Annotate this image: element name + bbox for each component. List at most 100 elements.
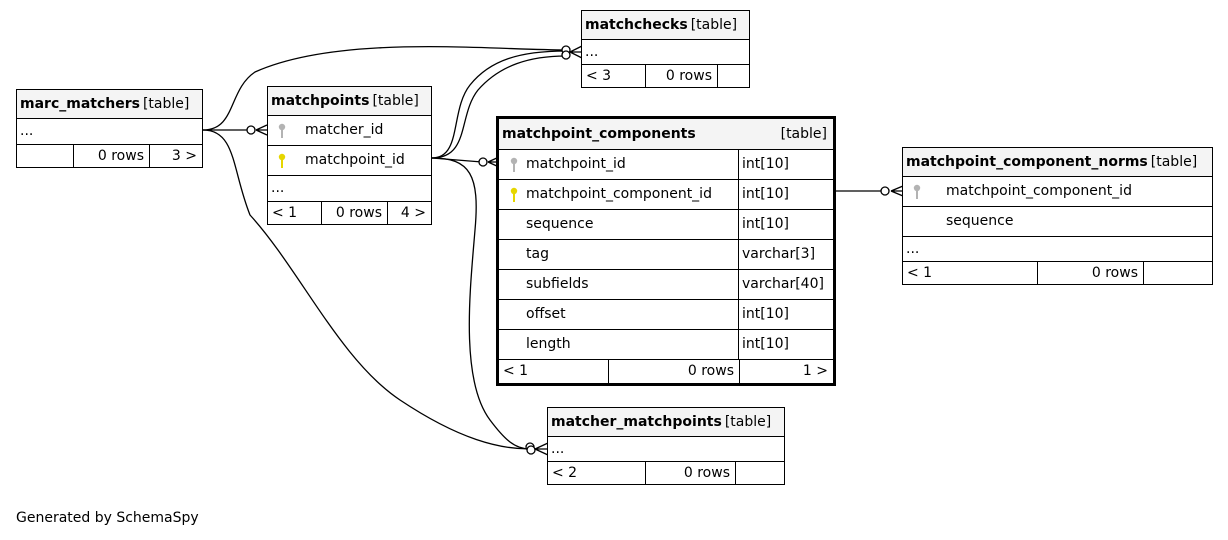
more-columns-ellipsis: ... xyxy=(906,241,920,257)
optional-marker-matchpoint-components xyxy=(478,157,488,167)
parents-count[interactable]: < 1 xyxy=(503,363,529,379)
parents-count[interactable]: < 1 xyxy=(272,205,298,221)
parents-count[interactable]: < 1 xyxy=(907,265,933,281)
parents-count[interactable]: < 3 xyxy=(586,68,612,84)
edge-matchpoints-matchchecks-1 xyxy=(431,50,567,159)
column-name: sequence xyxy=(526,216,594,232)
row-count: 0 rows xyxy=(645,462,735,484)
table-header: matcher_matchpoints[table] xyxy=(548,408,784,437)
table-header: matchpoint_components [table] xyxy=(499,119,833,150)
column-row: sequence xyxy=(903,207,1212,237)
table-footer: < 2 0 rows xyxy=(548,462,784,484)
column-type: int[10] xyxy=(738,300,789,329)
more-columns-ellipsis: ... xyxy=(20,123,34,139)
column-type: int[10] xyxy=(738,180,789,209)
column-row: matcher_id xyxy=(268,116,431,146)
row-count: 0 rows xyxy=(73,145,149,167)
table-kind: [table] xyxy=(1150,154,1198,170)
table-header: matchpoint_component_norms[table] xyxy=(903,148,1212,177)
table-matchpoint-components[interactable]: matchpoint_components [table] matchpoint_… xyxy=(496,116,836,386)
edge-marc-matchers-matcher-matchpoints xyxy=(202,129,531,450)
crowfoot-matchchecks xyxy=(569,45,583,59)
table-header: matchpoints[table] xyxy=(268,87,431,116)
column-name: matchpoint_id xyxy=(305,152,405,168)
column-name: matcher_id xyxy=(305,122,384,138)
table-name[interactable]: matcher_matchpoints xyxy=(551,414,722,430)
table-header: marc_matchers[table] xyxy=(17,90,202,119)
table-footer: < 1 0 rows 4 > xyxy=(268,202,431,224)
column-type: int[10] xyxy=(738,210,789,239)
table-header: matchchecks[table] xyxy=(582,11,749,40)
more-columns-row: ... xyxy=(548,437,784,462)
more-columns-row: ... xyxy=(17,119,202,145)
row-count: 0 rows xyxy=(1037,262,1143,284)
crowfoot-matchpoints xyxy=(255,124,268,136)
table-kind: [table] xyxy=(724,414,772,430)
column-row: matchpoint_component_id xyxy=(903,177,1212,207)
more-columns-ellipsis: ... xyxy=(271,180,285,196)
column-row: offset int[10] xyxy=(499,300,833,330)
column-type: varchar[3] xyxy=(738,240,815,269)
children-count[interactable]: 1 > xyxy=(739,360,833,383)
table-footer: 0 rows 3 > xyxy=(17,145,202,167)
column-row: matchpoint_id int[10] xyxy=(499,150,833,180)
column-row: length int[10] xyxy=(499,330,833,360)
parents-count[interactable]: < 2 xyxy=(552,465,578,481)
crowfoot-matchpoint-component-norms xyxy=(890,185,904,197)
column-type: int[10] xyxy=(738,330,789,359)
column-row: matchpoint_component_id int[10] xyxy=(499,180,833,210)
table-matchchecks[interactable]: matchchecks[table] ... < 3 0 rows xyxy=(581,10,750,88)
parents-count[interactable] xyxy=(17,145,73,167)
primary-key-icon xyxy=(510,187,518,202)
table-name[interactable]: matchpoint_components xyxy=(502,126,696,142)
row-count: 0 rows xyxy=(321,202,387,224)
column-type: int[10] xyxy=(738,150,789,179)
children-count[interactable]: 4 > xyxy=(387,202,431,224)
column-name: sequence xyxy=(946,213,1014,229)
column-name: tag xyxy=(526,246,549,262)
primary-key-icon xyxy=(278,153,286,168)
edge-matchpoints-matchchecks-2 xyxy=(431,55,567,159)
crowfoot-matcher-matchpoints xyxy=(534,442,549,456)
table-matchpoints[interactable]: matchpoints[table] matcher_id matchpoint… xyxy=(267,86,432,225)
optional-marker-matchpoint-component-norms xyxy=(880,186,890,196)
column-row: sequence int[10] xyxy=(499,210,833,240)
table-kind: [table] xyxy=(372,93,419,109)
children-count[interactable] xyxy=(735,462,784,484)
children-count[interactable]: 3 > xyxy=(149,145,202,167)
children-count[interactable] xyxy=(717,65,749,87)
column-name: matchpoint_component_id xyxy=(946,183,1132,199)
table-matchpoint-component-norms[interactable]: matchpoint_component_norms[table] matchp… xyxy=(902,147,1213,285)
table-footer: < 1 0 rows 1 > xyxy=(499,360,833,383)
foreign-key-icon xyxy=(913,184,921,199)
table-name[interactable]: matchchecks xyxy=(585,17,688,33)
more-columns-ellipsis: ... xyxy=(551,441,565,457)
table-name[interactable]: matchpoint_component_norms xyxy=(906,154,1148,170)
table-kind: [table] xyxy=(780,126,827,142)
table-footer: < 3 0 rows xyxy=(582,65,749,87)
more-columns-row: ... xyxy=(268,176,431,202)
column-name: offset xyxy=(526,306,566,322)
table-kind: [table] xyxy=(142,96,190,112)
column-row: matchpoint_id xyxy=(268,146,431,176)
edge-marc-matchers-matchchecks xyxy=(202,46,567,131)
optional-marker-matchchecks-2 xyxy=(561,50,571,60)
edge-matchpoints-matcher-matchpoints xyxy=(431,157,531,450)
row-count: 0 rows xyxy=(608,360,739,383)
table-footer: < 1 0 rows xyxy=(903,262,1212,284)
column-name: matchpoint_id xyxy=(526,156,626,172)
table-name[interactable]: matchpoints xyxy=(271,93,370,109)
generated-by-footer: Generated by SchemaSpy xyxy=(16,510,199,526)
table-kind: [table] xyxy=(690,17,738,33)
column-type: varchar[40] xyxy=(738,270,824,299)
foreign-key-icon xyxy=(510,157,518,172)
optional-marker-matchpoints xyxy=(246,125,256,135)
table-marc-matchers[interactable]: marc_matchers[table] ... 0 rows 3 > xyxy=(16,89,203,168)
foreign-key-icon xyxy=(278,123,286,138)
table-name[interactable]: marc_matchers xyxy=(20,96,140,112)
table-matcher-matchpoints[interactable]: matcher_matchpoints[table] ... < 2 0 row… xyxy=(547,407,785,485)
children-count[interactable] xyxy=(1143,262,1212,284)
column-name: matchpoint_component_id xyxy=(526,186,712,202)
more-columns-row: ... xyxy=(903,237,1212,262)
column-row: subfields varchar[40] xyxy=(499,270,833,300)
